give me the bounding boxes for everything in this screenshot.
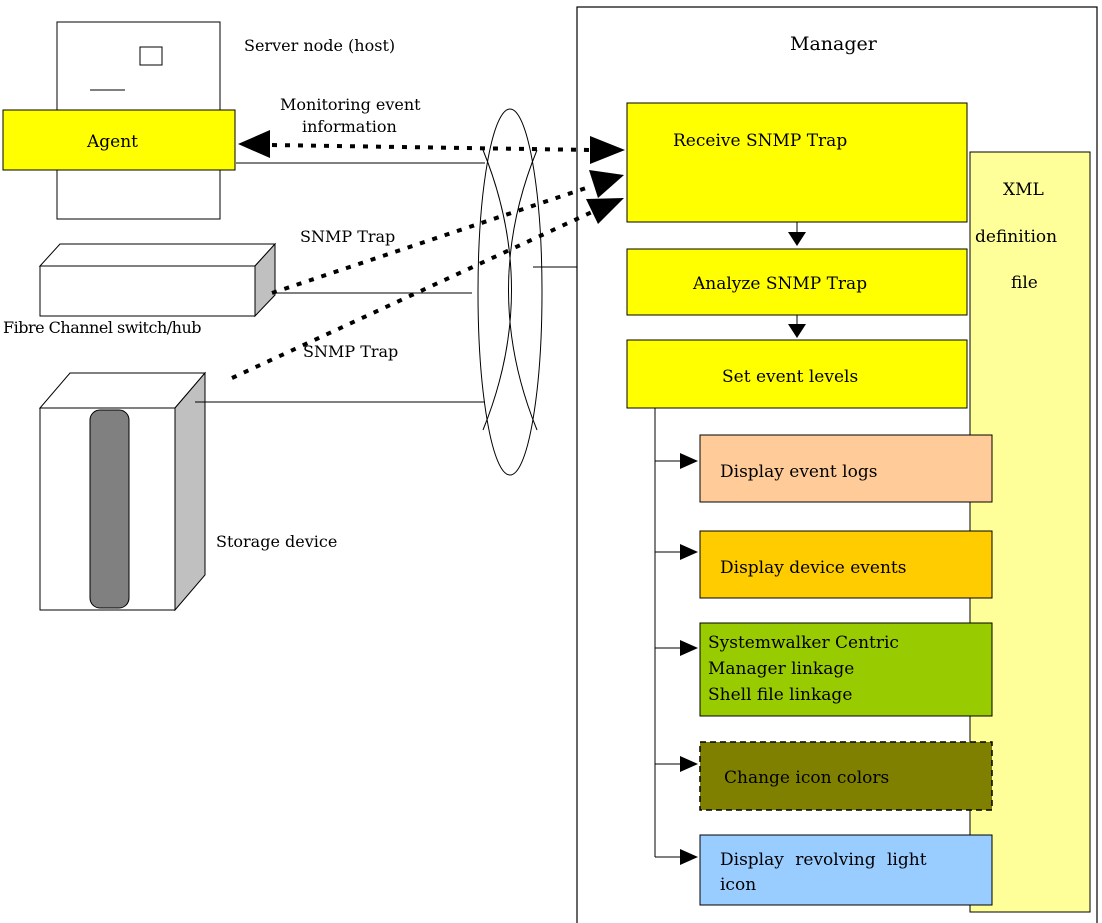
network-ellipse — [477, 108, 543, 476]
centric-linkage-box — [699, 622, 993, 717]
receive-snmp-box — [626, 102, 968, 223]
manager-label: Manager — [790, 33, 878, 55]
agent-box — [2, 109, 236, 171]
centric-linkage-line1: Systemwalker Centric — [708, 633, 899, 653]
monitoring-arrowhead-right — [590, 136, 625, 164]
fc-switch-label: Fibre Channel switch/hub — [3, 318, 201, 337]
snmp-trap-label-2: SNMP Trap — [303, 342, 398, 361]
xml-label-line1: XML — [1003, 180, 1044, 200]
revolving-light-line2: icon — [720, 875, 756, 895]
revolving-light-line1: Display revolving light — [720, 850, 927, 870]
monitoring-label-line1: Monitoring event — [280, 95, 421, 114]
fc-switch-top — [38, 243, 277, 267]
display-device-events-box — [699, 530, 993, 599]
snmp-trap-label-1: SNMP Trap — [300, 227, 395, 246]
xml-label-line2: definition — [975, 227, 1057, 247]
storage-slot — [89, 409, 130, 609]
snmp-trap-arrowhead-2 — [586, 198, 624, 224]
xml-label-line3: file — [1011, 273, 1038, 293]
agent-label: Agent — [86, 132, 138, 152]
analyze-snmp-box — [626, 248, 968, 316]
display-event-logs-label: Display event logs — [720, 462, 877, 482]
change-icon-colors-box — [699, 741, 993, 811]
change-icon-colors-label: Change icon colors — [724, 768, 889, 788]
snmp-trap-arrow-2 — [231, 210, 593, 380]
server-node-label: Server node (host) — [244, 36, 395, 55]
snmp-trap-arrow-1 — [271, 184, 593, 295]
storage-side — [174, 371, 206, 612]
snmp-trap-arrowhead-1 — [589, 170, 624, 198]
fc-switch-front — [39, 265, 256, 317]
revolving-light-box — [699, 834, 993, 906]
receive-snmp-label: Receive SNMP Trap — [673, 131, 847, 151]
display-device-events-label: Display device events — [720, 558, 906, 578]
centric-linkage-line3: Shell file linkage — [708, 685, 852, 705]
set-event-levels-label: Set event levels — [722, 367, 858, 387]
monitoring-label-line2: information — [302, 117, 397, 136]
display-event-logs-box — [699, 434, 993, 503]
centric-linkage-line2: Manager linkage — [708, 659, 854, 679]
analyze-snmp-label: Analyze SNMP Trap — [692, 274, 867, 294]
set-event-levels-box — [626, 339, 968, 409]
server-node-slot — [139, 46, 163, 66]
storage-label: Storage device — [216, 532, 337, 551]
monitoring-arrowhead-left — [238, 130, 270, 158]
monitoring-arrow — [271, 143, 593, 152]
